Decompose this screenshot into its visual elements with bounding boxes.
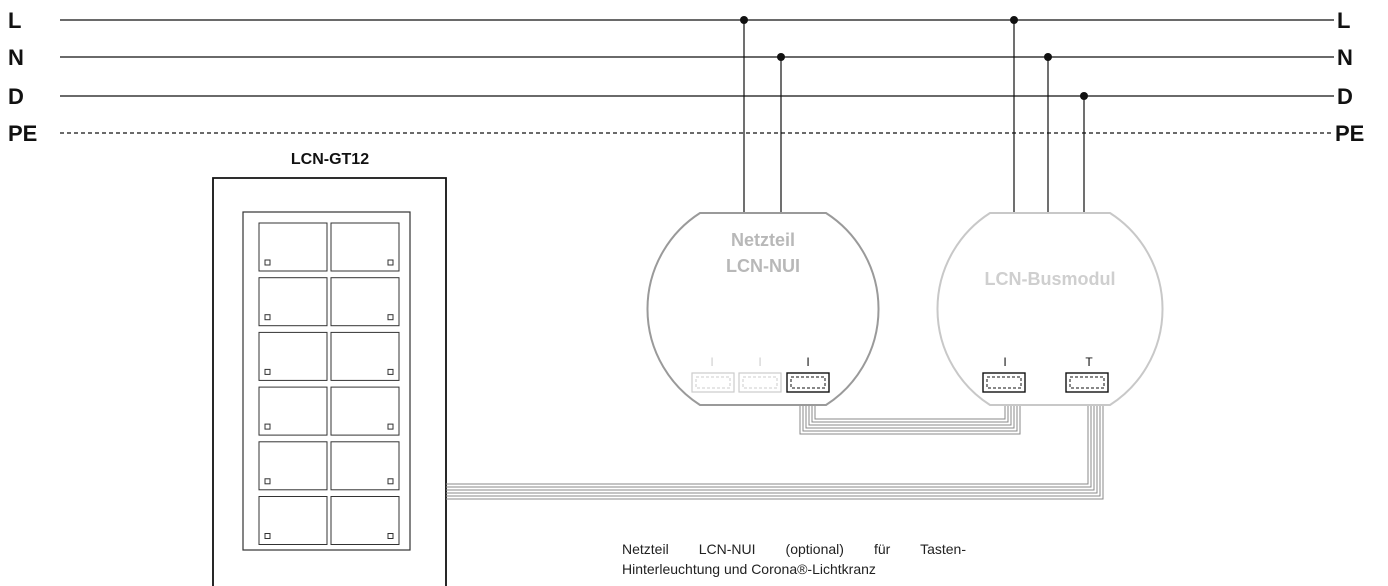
busmodul-connector-I: I [982,355,1026,393]
gt12-button [330,496,400,545]
note-line-2: Hinterleuchtung und Corona®-Lichtkranz [622,561,876,577]
junction-dot [777,53,785,61]
busmodul-connector-T-label: T [1085,355,1093,369]
rail-label-N-left: N [8,45,24,70]
busmodul-connector-T: T [1065,355,1109,393]
module-busmodul: LCN-Busmodul I T [936,212,1164,406]
rail-label-D-left: D [8,84,24,109]
nui-title-line2: LCN-NUI [726,256,800,276]
gt12-button-led [387,423,394,430]
junction-dot [1080,92,1088,100]
junction-dots [740,16,1088,100]
nui-connector-1-label: I [710,355,713,369]
nui-connector-1: I [691,355,735,393]
gt12-button-led [387,478,394,485]
rail-label-PE-right: PE [1335,121,1364,146]
gt12-button-panel [242,211,411,551]
tap-wires [743,20,1085,213]
gt12-button-led [264,368,271,375]
rail-label-N-right: N [1337,45,1353,70]
gt12-button [330,331,400,381]
gt12-button [330,441,400,491]
note-text: Netzteil LCN-NUI (optional) für Tasten- … [622,539,966,579]
rail-label-D-right: D [1337,84,1353,109]
busmodul-housing [936,212,1164,406]
gt12-title: LCN-GT12 [291,151,369,168]
gt12-button [330,277,400,327]
nui-connector-2: I [738,355,782,393]
busmodul-connector-I-label: I [1003,355,1006,369]
nui-connector-2-label: I [758,355,761,369]
busmodul-title: LCN-Busmodul [985,269,1116,289]
rail-L: L L [8,8,1350,33]
gt12-frame [212,177,447,586]
junction-dot [1044,53,1052,61]
junction-dot [1010,16,1018,24]
gt12-button [330,222,400,272]
gt12-button [258,386,328,436]
gt12-button-led [264,478,271,485]
gt12-button [258,441,328,491]
device-gt12: LCN-GT12 [212,151,447,586]
gt12-button-led [264,423,271,430]
ribbon-cable-gt12-bus [446,392,1104,500]
ribbon-cable-nui-bus [799,392,1021,435]
nui-connector-3-label: I [806,355,809,369]
gt12-button [258,277,328,327]
gt12-button-led [387,314,394,321]
rail-PE: PE PE [8,121,1364,146]
gt12-button-led [264,314,271,321]
gt12-button [330,386,400,436]
gt12-button [258,222,328,272]
junction-dot [740,16,748,24]
nui-connector-3: I [786,355,830,393]
gt12-button [258,496,328,545]
rail-N: N N [8,45,1353,70]
gt12-button-led [387,259,394,266]
rail-label-L-right: L [1337,8,1350,33]
gt12-button-led [264,533,271,539]
gt12-button-led [387,533,394,539]
gt12-button-led [264,259,271,266]
gt12-button-grid [258,222,400,545]
nui-title-line1: Netzteil [731,230,795,250]
rail-label-PE-left: PE [8,121,37,146]
note-line-1: Netzteil LCN-NUI (optional) für Tasten- [622,541,966,557]
module-nui: Netzteil LCN-NUI I I I [646,212,880,406]
gt12-button [258,331,328,381]
nui-housing [646,212,880,406]
rail-D: D D [8,84,1353,109]
rail-label-L-left: L [8,8,21,33]
gt12-button-led [387,368,394,375]
